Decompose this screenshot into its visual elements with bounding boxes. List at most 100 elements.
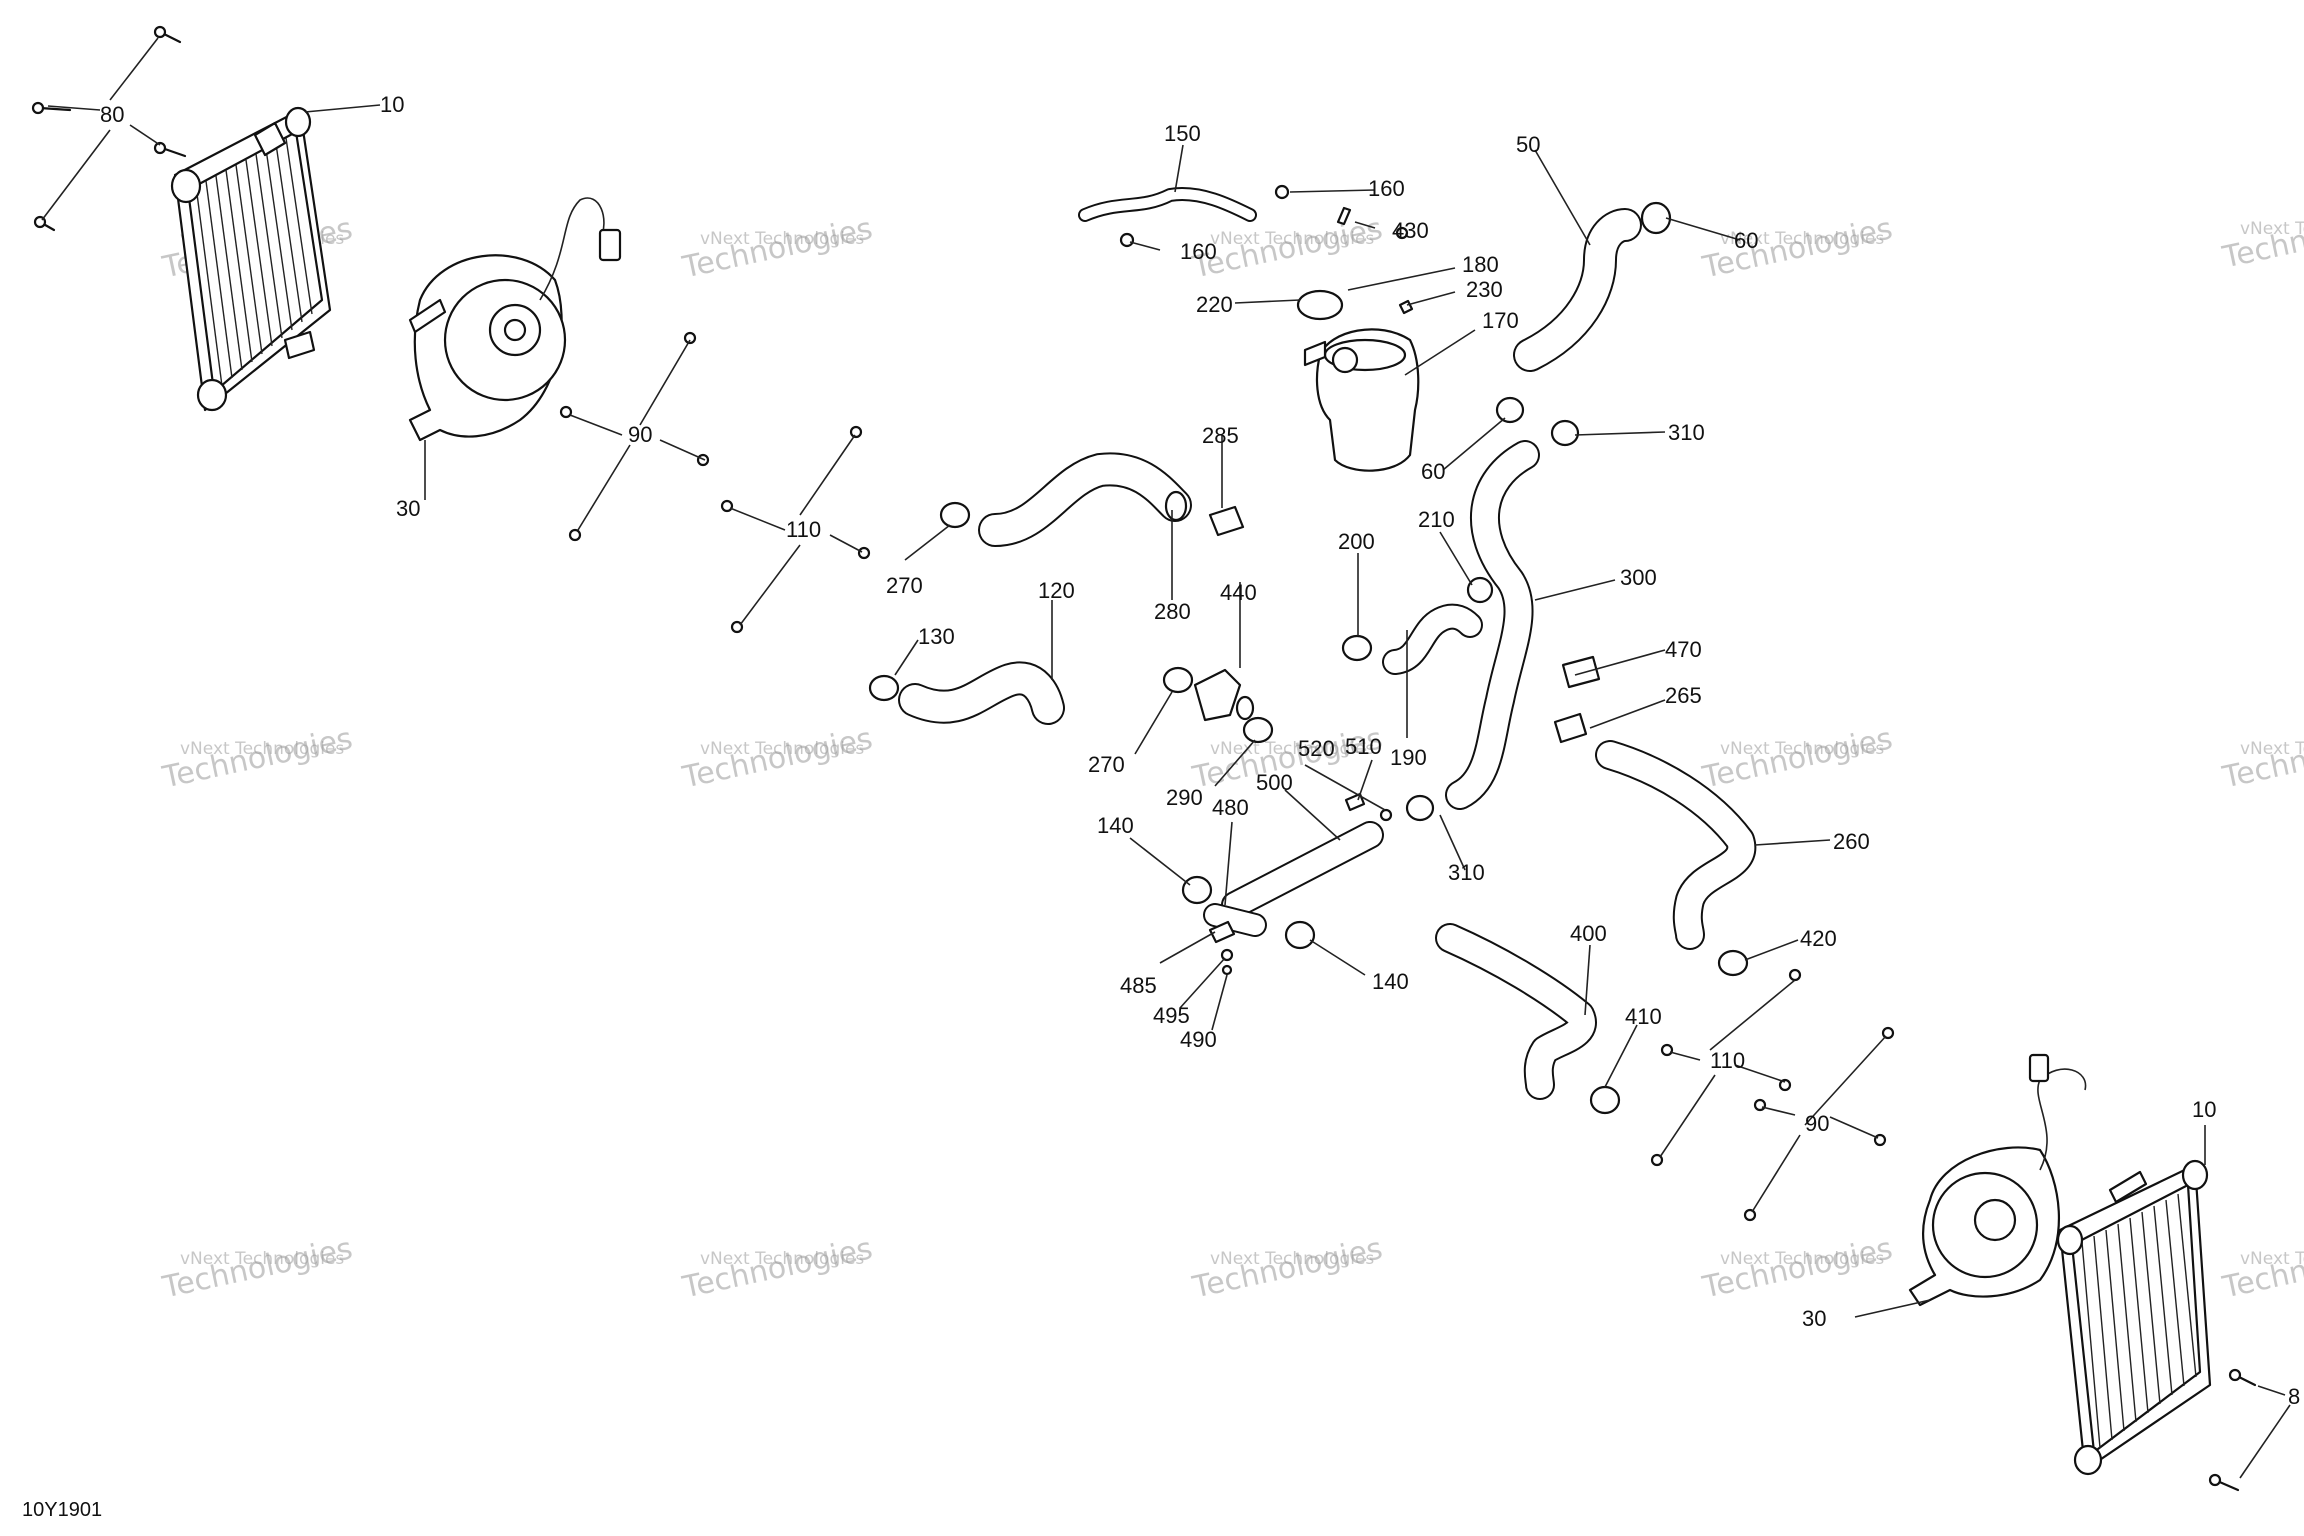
callout-8: 8 — [2288, 1384, 2300, 1409]
watermark: vNext Technologies Technologies — [679, 721, 876, 796]
watermark-line1: vNext Technologies — [1720, 229, 1884, 249]
callout-200: 200 — [1338, 529, 1375, 554]
bolts-80-right — [2208, 1368, 2257, 1492]
watermark-line1: vNext Technologies — [1720, 739, 1884, 759]
callout-130: 130 — [918, 624, 955, 649]
callout-520: 520 — [1298, 736, 1335, 761]
watermark-line2: Technologies — [1699, 1231, 1896, 1306]
callout-500: 500 — [1256, 770, 1293, 795]
watermark-line1: vNext Technologies — [1720, 1249, 1884, 1269]
callout-10: 10 — [2192, 1097, 2216, 1122]
callout-90: 90 — [1805, 1111, 1829, 1136]
callout-485: 485 — [1120, 973, 1157, 998]
watermark-line2: Technologies — [159, 1231, 356, 1306]
callout-400: 400 — [1570, 921, 1607, 946]
callout-230: 230 — [1466, 277, 1503, 302]
callout-30: 30 — [1802, 1306, 1826, 1331]
callout-220: 220 — [1196, 292, 1233, 317]
tee-440 — [1193, 668, 1255, 722]
callout-300: 300 — [1620, 565, 1657, 590]
fan-left — [408, 197, 622, 442]
watermark: vNext Technologies Technologies — [1189, 1231, 1386, 1306]
watermark: vNext Technologies Technologies — [2219, 1231, 2304, 1306]
hose-280 — [978, 452, 1192, 547]
hose-150 — [1078, 187, 1257, 222]
watermark-line2: Technologies — [1699, 721, 1896, 796]
callout-430: 430 — [1392, 218, 1429, 243]
watermark-line1: vNext Technologies — [700, 229, 864, 249]
hose-50 — [1513, 208, 1642, 372]
callout-80: 80 — [100, 102, 124, 127]
callout-60: 60 — [1421, 459, 1445, 484]
callout-310: 310 — [1668, 420, 1705, 445]
watermark: vNext Technologies Technologies — [679, 1231, 876, 1306]
callout-140: 140 — [1372, 969, 1409, 994]
callout-490: 490 — [1180, 1027, 1217, 1052]
hardware-right — [1650, 968, 1895, 1222]
callout-160: 160 — [1180, 239, 1217, 264]
callout-160: 160 — [1368, 176, 1405, 201]
watermark-line2: Technologies — [679, 211, 876, 286]
watermark-line2: Technologies — [1699, 211, 1896, 286]
callout-265: 265 — [1665, 683, 1702, 708]
callout-10: 10 — [380, 92, 404, 117]
callout-110: 110 — [1710, 1048, 1745, 1073]
watermark: vNext Technologies Technologies — [1699, 211, 1896, 286]
watermark: vNext Technologies Technologies — [2219, 201, 2304, 276]
watermark-line1: vNext Technologies — [1210, 229, 1374, 249]
callout-285: 285 — [1202, 423, 1239, 448]
watermark-line1: vNext Technologies — [700, 1249, 864, 1269]
watermark-line2: Technologies — [2219, 201, 2304, 276]
hose-220 — [1282, 277, 1305, 738]
radiator-right — [2056, 1159, 2212, 1476]
callout-410: 410 — [1625, 1004, 1662, 1029]
watermark-line2: Technologies — [2219, 1231, 2304, 1306]
callout-510: 510 — [1345, 734, 1382, 759]
hose-300 — [1445, 440, 1540, 810]
callout-270: 270 — [1088, 752, 1125, 777]
watermark-line2: Technologies — [2219, 721, 2304, 796]
hose-400 — [1435, 923, 1597, 1100]
clamps — [868, 184, 1749, 1115]
watermark-line2: Technologies — [679, 1231, 876, 1306]
radiator-left — [170, 106, 332, 412]
callout-110: 110 — [786, 517, 821, 542]
callout-280: 280 — [1154, 599, 1191, 624]
callout-labels: 80 10 30 90 110 270 280 285 150 160 430 … — [100, 92, 2300, 1409]
watermark-line2: Technologies — [1189, 1231, 1386, 1306]
callout-50: 50 — [1516, 132, 1540, 157]
hose-120 — [898, 661, 1065, 725]
watermark: vNext Technologies Technologies — [1699, 721, 1896, 796]
radiator-left-fins — [195, 137, 313, 387]
watermark-line1: vNext Technologies — [180, 1249, 344, 1269]
callout-30: 30 — [396, 496, 420, 521]
expansion-tank — [1296, 289, 1420, 472]
watermark: vNext Technologies Technologies — [1699, 1231, 1896, 1306]
callout-495: 495 — [1153, 1003, 1190, 1028]
callout-440: 440 — [1220, 580, 1257, 605]
bolts-80-left — [31, 25, 187, 232]
callout-60: 60 — [1734, 228, 1758, 253]
watermark-line1: vNext Technologies — [700, 739, 864, 759]
leader-lines — [41, 37, 2291, 1479]
callout-420: 420 — [1800, 926, 1837, 951]
callout-210: 210 — [1418, 507, 1455, 532]
callout-290: 290 — [1166, 785, 1203, 810]
watermark-line1: vNext Technologies — [2240, 219, 2304, 239]
hose-190 — [1382, 603, 1483, 675]
hose-260 — [1595, 740, 1757, 950]
fan-right — [1908, 1053, 2087, 1307]
callout-90: 90 — [628, 422, 652, 447]
watermark-line2: Technologies — [159, 721, 356, 796]
callout-170: 170 — [1482, 308, 1519, 333]
callout-270: 270 — [886, 573, 923, 598]
callout-470: 470 — [1665, 637, 1702, 662]
watermark-line2: Technologies — [679, 721, 876, 796]
watermark: vNext Technologies Technologies — [679, 211, 876, 286]
watermark: vNext Technologies Technologies — [159, 1231, 356, 1306]
watermark: vNext Technologies Technologies — [2219, 721, 2304, 796]
figure-reference: 10Y1901 — [22, 1499, 102, 1521]
watermark: vNext Technologies Technologies — [159, 721, 356, 796]
callout-180: 180 — [1462, 252, 1499, 277]
